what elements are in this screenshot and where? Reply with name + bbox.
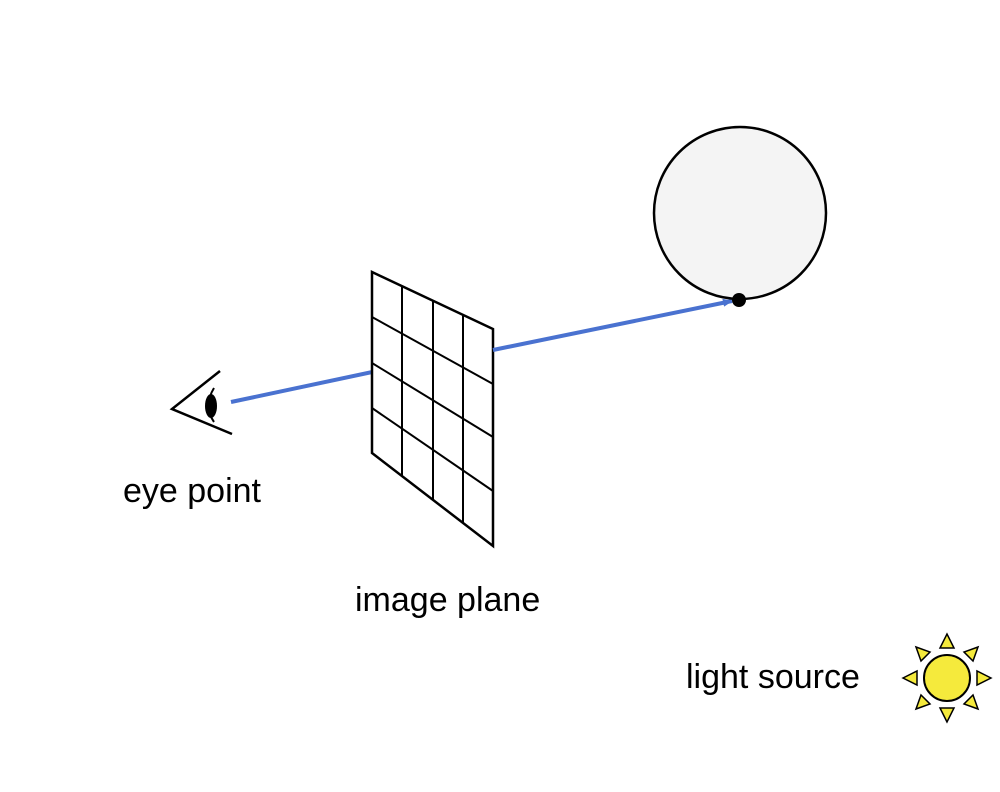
intersection-point [732,293,746,307]
image-plane-grid [370,270,495,549]
eye-icon [169,370,233,436]
sphere-object [652,125,828,301]
secondary-ray-arrow [492,298,733,352]
sun-icon [901,632,993,724]
light-source-label: light source [686,658,860,696]
eye-point-label: eye point [123,472,262,510]
image-plane-label: image plane [355,581,540,619]
